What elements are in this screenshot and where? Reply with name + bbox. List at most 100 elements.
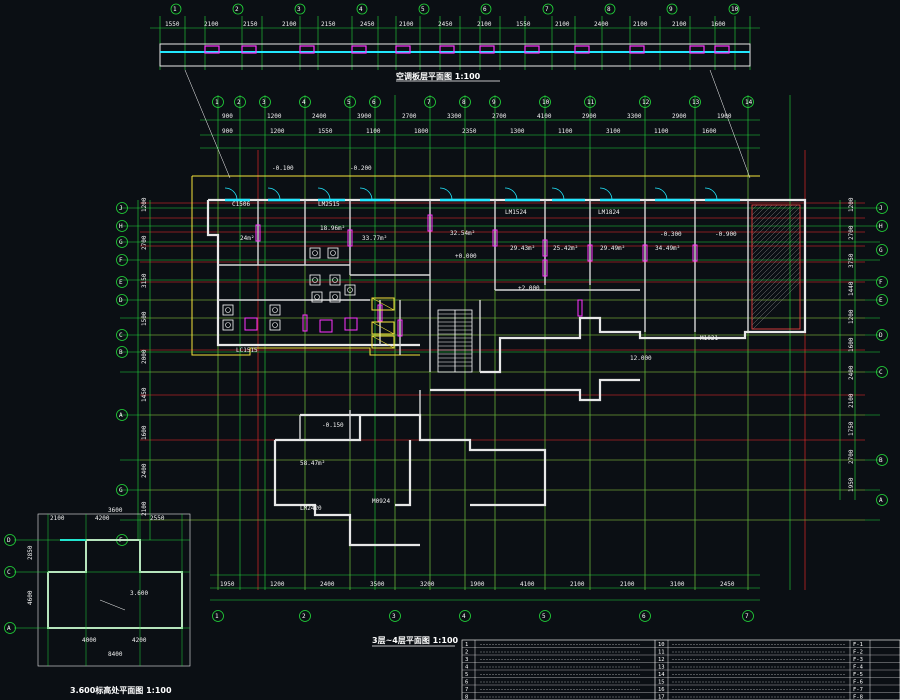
bottom-dim-10: 2450 xyxy=(720,581,735,588)
left-dim-4: 2000 xyxy=(141,349,148,364)
hatched-room xyxy=(751,204,801,330)
hatch-line xyxy=(751,204,758,211)
hatch-line xyxy=(751,204,778,231)
detail-bubble-0 xyxy=(4,534,16,546)
left-dim-7: 2400 xyxy=(141,463,148,478)
detail-dim-top-1: 4200 xyxy=(95,515,110,522)
hatch-line xyxy=(752,281,801,330)
right-dim-8: 1750 xyxy=(848,421,855,436)
right-dim-7: 2100 xyxy=(848,393,855,408)
fixture-1 xyxy=(222,319,234,331)
bottom-axis-bubble-2 xyxy=(389,610,401,622)
left-dim-8: 2100 xyxy=(141,501,148,516)
detail-bubble-2 xyxy=(4,622,16,634)
room-area-6: 25.42m² xyxy=(553,245,578,252)
table-code-5: F-6 xyxy=(853,680,863,686)
roof-bubble-label-5: 6 xyxy=(483,6,487,13)
door-2 xyxy=(427,214,433,232)
top-axis-label-9: 10 xyxy=(542,99,550,106)
room-area-4: 32.54m² xyxy=(450,230,475,237)
hatch-line xyxy=(751,204,793,246)
left-axis-bubble-4 xyxy=(116,276,128,288)
left-axis-label-0: J xyxy=(119,205,123,212)
fixture-bowl-5 xyxy=(330,250,336,256)
bottom-axis-label-4: 5 xyxy=(542,613,546,620)
right-axis-label-6: C xyxy=(879,369,883,376)
tag-2: LM2515 xyxy=(318,201,340,208)
door-4 xyxy=(542,239,548,257)
door-0 xyxy=(255,224,261,242)
bottom-dim-9: 3100 xyxy=(670,581,685,588)
table-code-2: F-3 xyxy=(853,657,863,663)
fixture-bowl-3 xyxy=(272,322,278,328)
roof-bubble-5 xyxy=(480,3,492,15)
top-dim2-6: 2700 xyxy=(492,113,507,120)
detail-bubble-label-2: A xyxy=(7,625,11,632)
tag-8: M1021 xyxy=(700,335,718,342)
top-dim3-1: 1200 xyxy=(270,128,285,135)
left-axis-bubble-3 xyxy=(116,254,128,266)
roof-dim-11: 2400 xyxy=(594,21,609,28)
room-area-1: 24m² xyxy=(240,235,254,242)
shaft-cross-1 xyxy=(371,321,395,335)
detail-bubble-1 xyxy=(4,566,16,578)
top-dim3-9: 1100 xyxy=(654,128,669,135)
bottom-axis-bubble-1 xyxy=(299,610,311,622)
top-axis-label-11: 12 xyxy=(642,99,650,106)
right-axis-bubble-6 xyxy=(876,366,888,378)
ac-unit-4 xyxy=(395,45,411,54)
level-label-3: +0.000 xyxy=(455,253,477,260)
right-dim-10: 1950 xyxy=(848,477,855,492)
room-area-3: 33.77m² xyxy=(362,235,387,242)
detail-dim-left-1: 4600 xyxy=(27,590,34,605)
door-7 xyxy=(692,244,698,262)
left-axis-label-3: F xyxy=(119,257,123,264)
ac-unit-5 xyxy=(439,45,455,54)
hatch-line xyxy=(751,216,801,266)
level-labels: -0.100 -0.200 +0.000 -0.150 +2.000 -0.30… xyxy=(272,165,737,429)
table-right-no-4: 14 xyxy=(658,672,665,678)
bottom-dim-5: 1900 xyxy=(470,581,485,588)
door-square-0 xyxy=(344,317,358,331)
table-left-no-2: 3 xyxy=(465,657,468,663)
roof-dim-6: 2100 xyxy=(399,21,414,28)
hatch-line xyxy=(751,226,801,276)
bottom-dim-4: 3200 xyxy=(420,581,435,588)
fixture-bowl-6 xyxy=(312,277,318,283)
ac-unit-3 xyxy=(351,45,367,54)
right-axis-label-3: F xyxy=(879,279,883,286)
level-label-6: -0.300 xyxy=(660,231,682,238)
hatch-line xyxy=(751,276,801,326)
fixture-bowl-0 xyxy=(225,307,231,313)
left-axis-bubble-5 xyxy=(116,294,128,306)
table-right-no-3: 13 xyxy=(658,665,665,671)
door-6 xyxy=(642,244,648,262)
hatch-line xyxy=(751,271,801,321)
ac-unit-0 xyxy=(204,45,220,54)
door-8 xyxy=(377,304,383,322)
roof-bubble-6 xyxy=(542,3,554,15)
hatch-line xyxy=(751,231,801,281)
left-axis-bubble-8 xyxy=(116,409,128,421)
bottom-axis-bubble-5 xyxy=(639,610,651,622)
top-dim2-9: 3300 xyxy=(627,113,642,120)
bottom-axis-bubble-3 xyxy=(459,610,471,622)
bottom-axis-bubble-6 xyxy=(742,610,754,622)
bottom-dim-8: 2100 xyxy=(620,581,635,588)
door-11 xyxy=(577,299,583,317)
hatch-line xyxy=(751,246,801,296)
top-dim3-0: 900 xyxy=(222,128,233,135)
ac-unit-7 xyxy=(524,45,540,54)
fixture-4 xyxy=(309,247,321,259)
fixture-2 xyxy=(269,304,281,316)
fixture-3 xyxy=(269,319,281,331)
roof-bubble-4 xyxy=(418,3,430,15)
right-axis-label-2: G xyxy=(879,247,883,254)
roof-dim-14: 1600 xyxy=(711,21,726,28)
roof-dim-7: 2450 xyxy=(438,21,453,28)
hatch-line xyxy=(751,266,801,316)
